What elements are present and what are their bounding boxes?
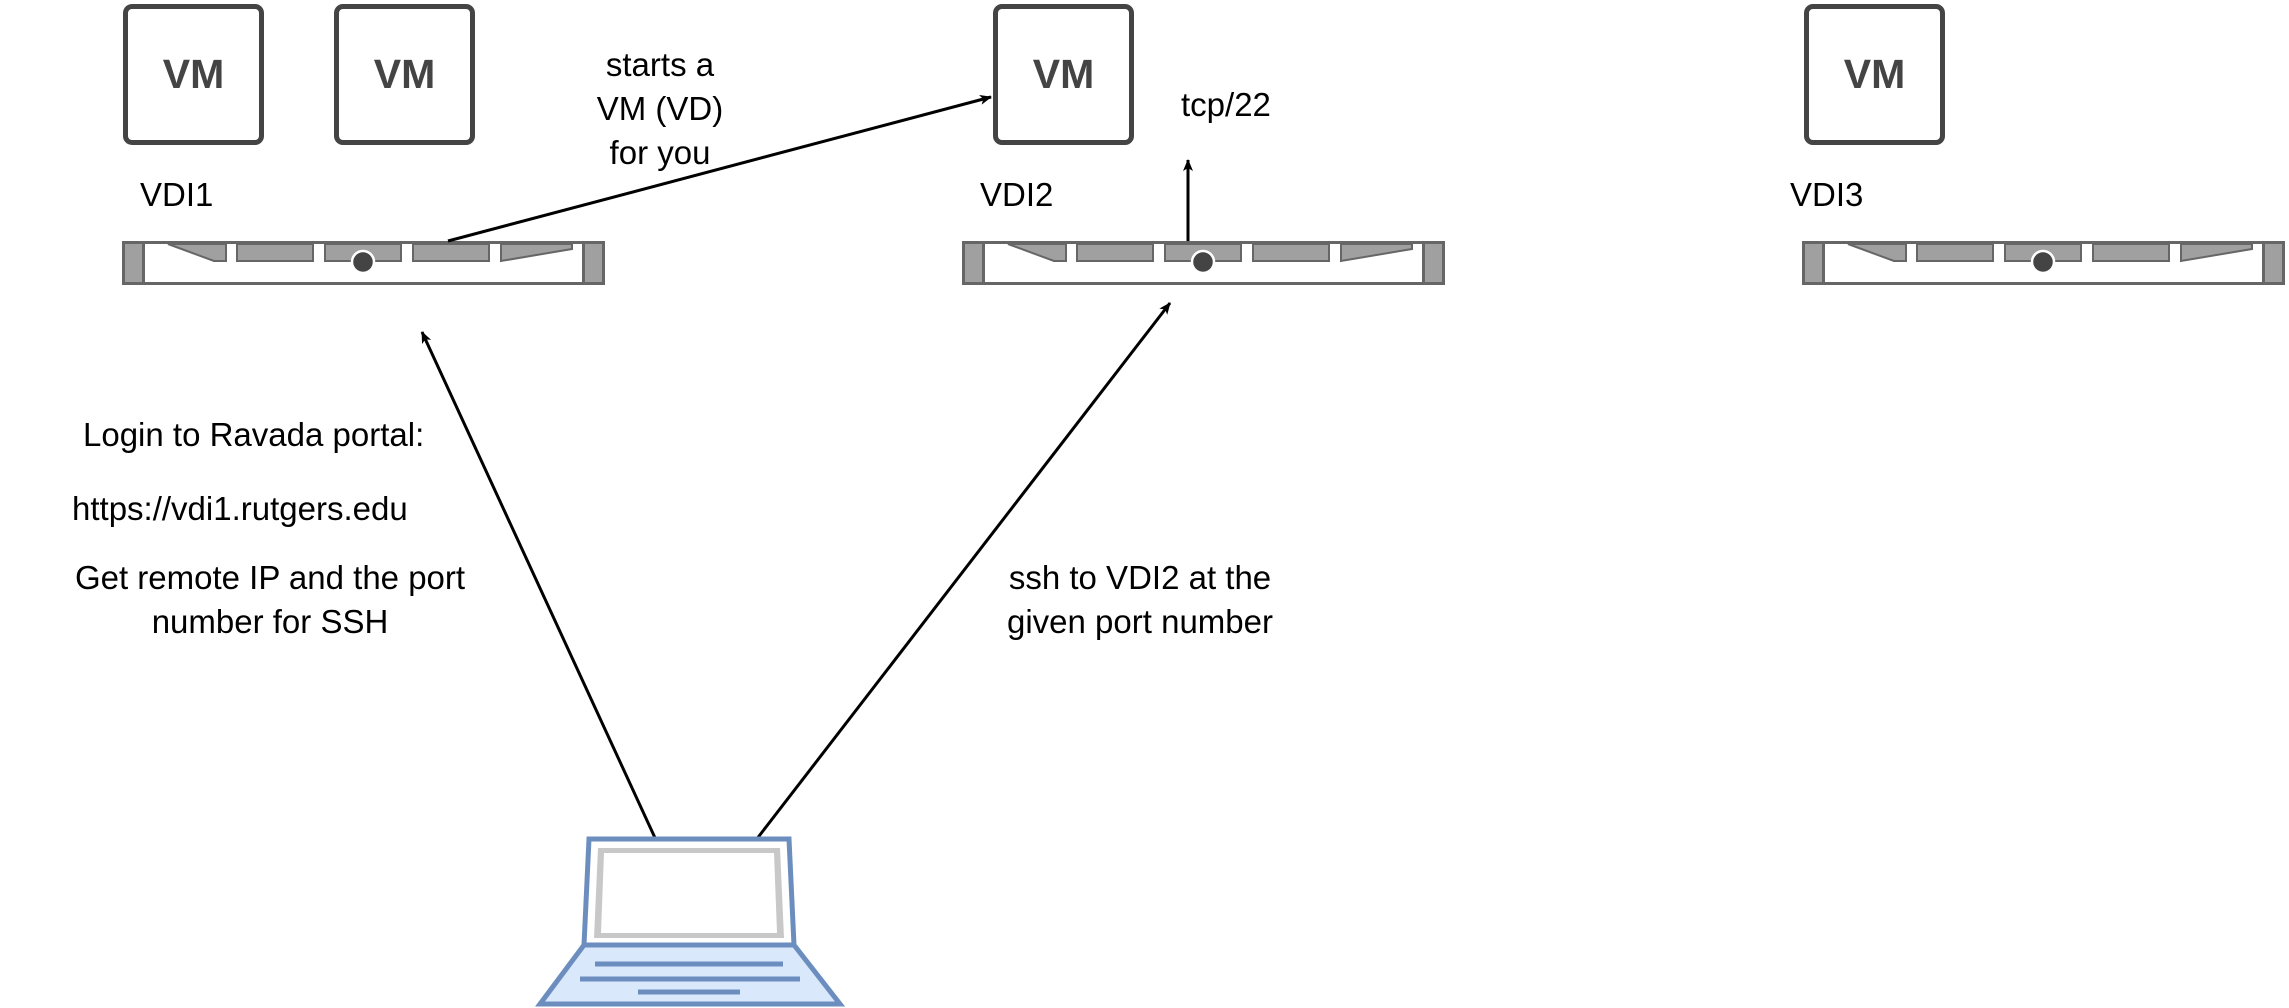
login-note: Login to Ravada portal:: [83, 416, 425, 453]
server-label-vdi1: VDI1: [140, 176, 214, 213]
server-vdi3: [1802, 241, 2285, 285]
note-line: for you: [609, 134, 711, 171]
server-label-vdi2: VDI2: [980, 176, 1054, 213]
server-vdi1: [122, 241, 605, 285]
starts-vm-note: starts a VM (VD) for you: [560, 43, 760, 175]
tcp-port-label: tcp/22: [1181, 86, 1271, 123]
portal-url: https://vdi1.rutgers.edu: [72, 490, 408, 527]
rack-server-icon: [1802, 241, 2285, 285]
vm-label: VM: [373, 51, 436, 97]
server-label-vdi3: VDI3: [1790, 176, 1864, 213]
vm-label: VM: [1843, 51, 1906, 97]
arrow-start-vm: [447, 94, 992, 243]
note-line: given port number: [1007, 603, 1273, 640]
note-line: starts a: [605, 46, 715, 83]
arrow-login-portal: [420, 331, 658, 841]
note-line: VM (VD): [596, 90, 724, 127]
rack-server-icon: [962, 241, 1445, 285]
vm-box-icon: VM: [1804, 4, 1945, 145]
arrow-ssh-vdi2: [754, 302, 1172, 841]
rack-server-icon: [122, 241, 605, 285]
vm-box-icon: VM: [993, 4, 1134, 145]
note-line: ssh to VDI2 at the: [1008, 559, 1272, 596]
vm-box-icon: VM: [123, 4, 264, 145]
note-line: number for SSH: [151, 603, 389, 640]
vm-label: VM: [162, 51, 225, 97]
laptop-icon: [535, 836, 846, 1007]
vm-label: VM: [1032, 51, 1095, 97]
vm-box-icon: VM: [334, 4, 475, 145]
note-line: Get remote IP and the port: [74, 559, 466, 596]
server-vdi2: [962, 241, 1445, 285]
ssh-note: ssh to VDI2 at the given port number: [960, 556, 1320, 644]
get-ip-note: Get remote IP and the port number for SS…: [40, 556, 500, 644]
